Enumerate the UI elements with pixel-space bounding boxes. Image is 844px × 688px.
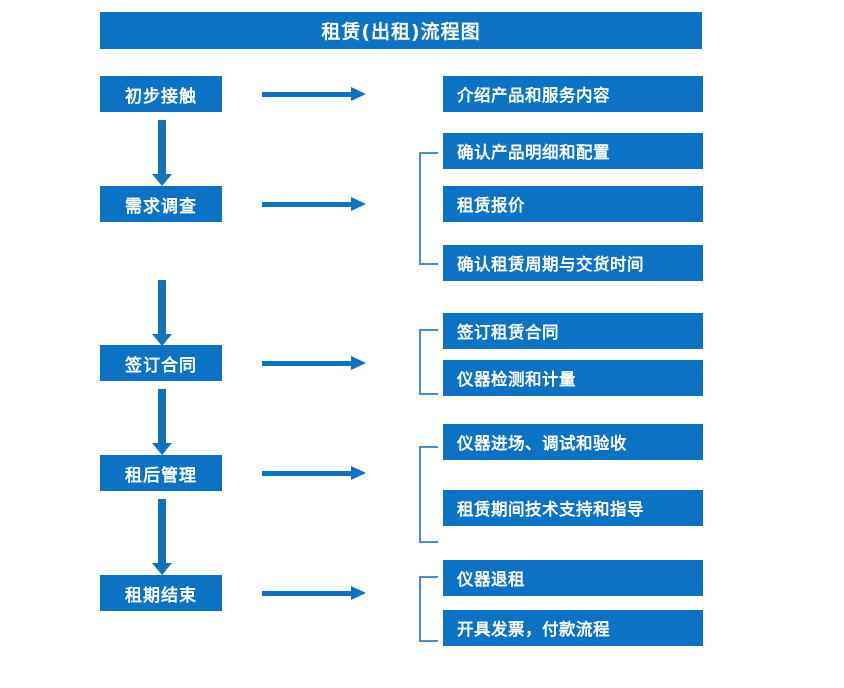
arrow-shaft <box>158 389 166 443</box>
stage-box-2[interactable]: 需求调查 <box>100 186 222 222</box>
arrow-head <box>351 466 366 480</box>
arrow-head <box>152 443 172 455</box>
arrow-head <box>351 197 366 211</box>
arrow-head <box>351 87 366 101</box>
arrow-shaft <box>262 201 354 207</box>
down-arrow-4 <box>152 499 172 575</box>
stage-box-5[interactable]: 租期结束 <box>100 575 222 611</box>
down-arrow-1 <box>152 120 172 186</box>
detail-box-9[interactable]: 仪器退租 <box>443 560 703 596</box>
detail-box-3[interactable]: 租赁报价 <box>443 186 703 222</box>
group-bracket-2 <box>419 329 438 395</box>
detail-box-5[interactable]: 签订租赁合同 <box>443 313 703 349</box>
arrow-shaft <box>262 590 354 596</box>
page-title: 租赁(出租)流程图 <box>100 12 702 49</box>
arrow-shaft <box>262 360 354 366</box>
arrow-head <box>152 174 172 186</box>
detail-box-10[interactable]: 开具发票，付款流程 <box>443 610 703 646</box>
group-bracket-4 <box>419 576 438 642</box>
detail-box-7[interactable]: 仪器进场、调试和验收 <box>443 424 703 460</box>
right-arrow-5 <box>262 586 366 600</box>
arrow-shaft <box>158 280 166 334</box>
right-arrow-3 <box>262 356 366 370</box>
detail-box-4[interactable]: 确认租赁周期与交货时间 <box>443 245 703 281</box>
arrow-head <box>351 356 366 370</box>
down-arrow-3 <box>152 389 172 455</box>
arrow-shaft <box>158 120 166 174</box>
group-bracket-3 <box>419 446 438 543</box>
arrow-shaft <box>262 91 354 97</box>
arrow-shaft <box>262 470 354 476</box>
right-arrow-2 <box>262 197 366 211</box>
detail-box-2[interactable]: 确认产品明细和配置 <box>443 133 703 169</box>
arrow-head <box>152 563 172 575</box>
down-arrow-2 <box>152 280 172 346</box>
stage-box-3[interactable]: 签订合同 <box>100 345 222 381</box>
group-bracket-1 <box>419 152 438 265</box>
right-arrow-1 <box>262 87 366 101</box>
stage-box-1[interactable]: 初步接触 <box>100 76 222 112</box>
detail-box-8[interactable]: 租赁期间技术支持和指导 <box>443 490 703 526</box>
arrow-head <box>351 586 366 600</box>
right-arrow-4 <box>262 466 366 480</box>
arrow-shaft <box>158 499 166 563</box>
stage-box-4[interactable]: 租后管理 <box>100 455 222 491</box>
detail-box-6[interactable]: 仪器检测和计量 <box>443 360 703 396</box>
arrow-head <box>152 334 172 346</box>
detail-box-1[interactable]: 介绍产品和服务内容 <box>443 76 703 112</box>
